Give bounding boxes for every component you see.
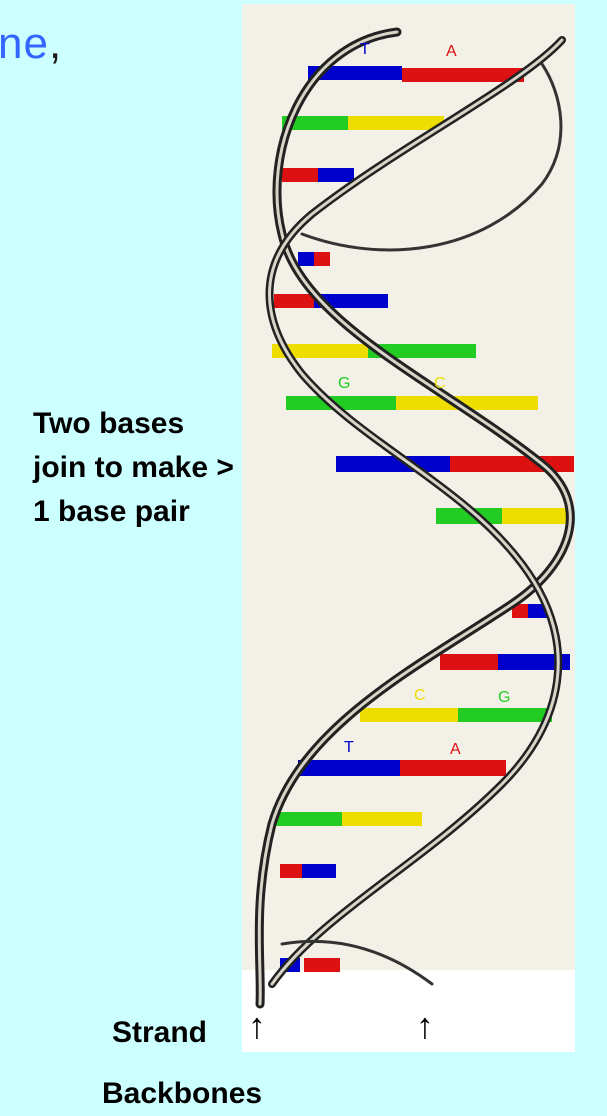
partial-heading-comma: , bbox=[48, 19, 63, 68]
base-pair-12-G bbox=[458, 708, 552, 722]
base-pair-caption-line-3: 1 base pair bbox=[33, 495, 190, 528]
backbone-arrow-left: ↑ bbox=[248, 1005, 266, 1046]
base-pair-13-A bbox=[400, 760, 506, 776]
base-pair-10-A bbox=[512, 604, 528, 618]
base-pair-2-C bbox=[348, 116, 444, 130]
backbone-strand-2-inner bbox=[268, 38, 564, 986]
base-pair-5-A bbox=[274, 294, 314, 308]
base-pair-8-A bbox=[450, 456, 574, 472]
base-pair-4-T bbox=[298, 252, 314, 266]
base-pair-14-C bbox=[342, 812, 422, 826]
base-pair-11-A bbox=[440, 654, 498, 670]
base-pair-6-C bbox=[272, 344, 368, 358]
base-letter-a2: A bbox=[450, 741, 461, 758]
base-pair-3-T bbox=[318, 168, 354, 182]
partial-heading-text: ne bbox=[0, 19, 49, 68]
base-pair-2-G bbox=[282, 116, 348, 130]
dna-illustration-bottom bbox=[242, 970, 575, 1052]
base-letter-c1: C bbox=[434, 375, 446, 392]
base-pair-caption: Two bases join to make > 1 base pair bbox=[33, 402, 234, 534]
base-pair-7-G bbox=[286, 396, 396, 410]
backbone-strands bbox=[254, 27, 575, 1009]
backbone-arrow-right: ↑ bbox=[416, 1005, 434, 1046]
strand-label: Strand bbox=[112, 1016, 208, 1049]
base-pair-5-T bbox=[314, 294, 388, 308]
backbone-strand-4 bbox=[280, 939, 434, 986]
base-pair-15-A bbox=[280, 864, 302, 878]
base-pair-8-T bbox=[336, 456, 450, 472]
base-pair-caption-line-2: join to make > bbox=[33, 451, 234, 484]
base-pair-7-C bbox=[396, 396, 538, 410]
backbones-label: Backbones bbox=[102, 1077, 263, 1110]
base-pair-14-G bbox=[274, 812, 342, 826]
base-letter-t2: T bbox=[344, 739, 354, 756]
base-pair-4-A bbox=[314, 252, 330, 266]
backbone-strand-1-inner bbox=[257, 30, 572, 1006]
base-pair-13-T bbox=[298, 760, 400, 776]
base-pair-15-T bbox=[302, 864, 336, 878]
base-pair-1-T bbox=[308, 66, 402, 80]
dna-double-helix: T A G C C G T A bbox=[254, 27, 575, 1009]
base-letter-a1: A bbox=[446, 43, 457, 60]
base-pair-6-G bbox=[368, 344, 476, 358]
base-letter-g2: G bbox=[498, 689, 510, 706]
partial-heading: ne, bbox=[0, 22, 62, 66]
base-pair-16-A bbox=[304, 958, 340, 972]
base-pair-1-A bbox=[402, 68, 524, 82]
base-pair-caption-line-1: Two bases bbox=[33, 407, 185, 440]
base-letter-t1: T bbox=[360, 41, 370, 58]
base-pair-9-C bbox=[502, 508, 568, 524]
base-pairs bbox=[272, 66, 574, 972]
base-pair-11-T bbox=[498, 654, 570, 670]
base-letter-g1: G bbox=[338, 375, 350, 392]
base-letter-c2: C bbox=[414, 687, 426, 704]
base-pair-12-C bbox=[360, 708, 458, 722]
backbone-strand-3 bbox=[300, 62, 563, 252]
base-pair-3-A bbox=[282, 168, 318, 182]
